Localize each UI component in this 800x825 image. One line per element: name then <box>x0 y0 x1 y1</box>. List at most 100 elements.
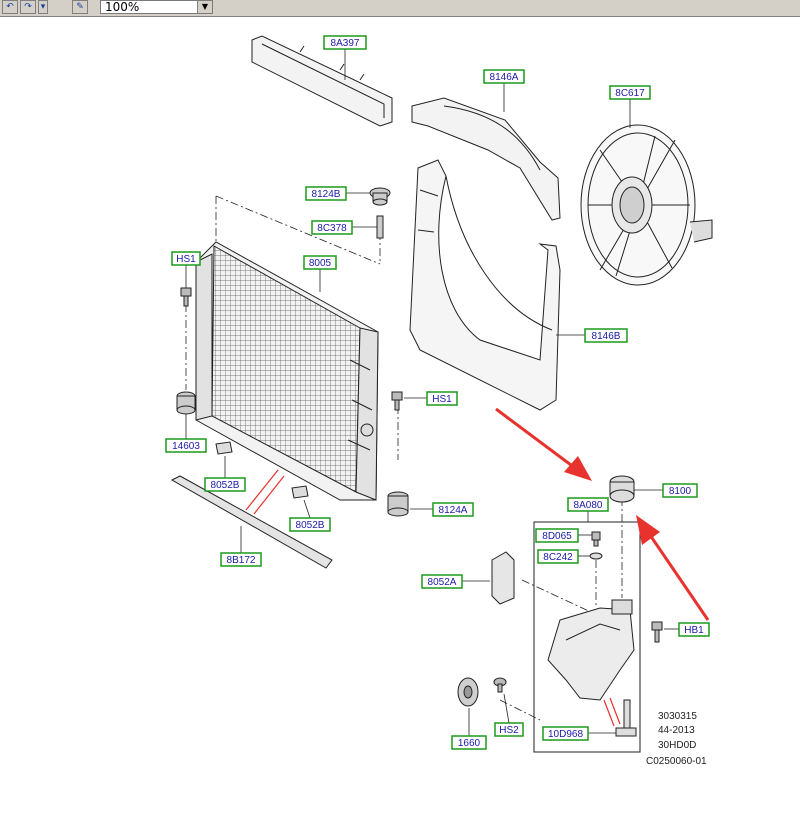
part-label-box <box>421 574 463 589</box>
part-8c617-fan <box>580 124 713 286</box>
part-label-box <box>426 391 458 406</box>
part-label-box <box>584 328 628 343</box>
part-label-14603[interactable]: 14603 <box>165 438 207 453</box>
part-label-8124a[interactable]: 8124A <box>432 502 474 517</box>
part-8100-cap <box>609 475 635 503</box>
part-8146b-shroud <box>409 159 561 411</box>
part-label-text: HS1 <box>432 394 452 405</box>
part-label-box <box>542 726 589 741</box>
meta-line-4: C0250060-01 <box>646 756 707 767</box>
part-label-box <box>289 517 331 532</box>
part-label-8146a[interactable]: 8146A <box>483 69 525 84</box>
part-label-box <box>662 483 698 498</box>
part-label-text: HS1 <box>176 254 196 265</box>
part-8052a-clip <box>491 551 515 605</box>
part-label-text: 8B172 <box>227 555 256 566</box>
part-label-8c242[interactable]: 8C242 <box>537 549 579 564</box>
part-label-box <box>609 85 651 100</box>
part-label-text: HB1 <box>684 625 704 636</box>
part-label-8052b[interactable]: 8052B <box>289 517 331 532</box>
leader-lines <box>185 48 679 736</box>
part-label-hs1[interactable]: HS1 <box>171 251 201 266</box>
part-label-text: 8C242 <box>543 552 573 563</box>
part-label-1660[interactable]: 1660 <box>451 735 487 750</box>
part-8146a-shroud <box>411 97 561 221</box>
red-arrow-right <box>636 515 710 621</box>
toolbar: ↶ ↷ ▾ ✎ 100% ▼ <box>0 0 800 17</box>
part-label-hs2[interactable]: HS2 <box>494 722 524 737</box>
part-label-8005[interactable]: 8005 <box>303 255 337 270</box>
part-label-hb1[interactable]: HB1 <box>678 622 710 637</box>
part-label-box <box>432 502 474 517</box>
part-label-8b172[interactable]: 8B172 <box>220 552 262 567</box>
comment-icon[interactable]: ✎ <box>72 0 88 14</box>
part-label-8a080[interactable]: 8A080 <box>567 497 609 512</box>
part-hb1-bolt <box>651 621 663 643</box>
part-label-box <box>537 549 579 564</box>
part-label-box <box>171 251 201 266</box>
part-label-box <box>204 477 246 492</box>
meta-line-1: 3030315 <box>658 711 697 722</box>
part-label-text: 8005 <box>309 258 332 269</box>
part-label-box <box>323 35 367 50</box>
part-label-8a397[interactable]: 8A397 <box>323 35 367 50</box>
zoom-select[interactable]: 100% ▼ <box>100 0 213 14</box>
part-8005-radiator <box>195 241 379 501</box>
part-hs2-screw <box>493 677 507 693</box>
part-label-box <box>678 622 710 637</box>
part-label-hs1[interactable]: HS1 <box>426 391 458 406</box>
part-label-8052a[interactable]: 8052A <box>421 574 463 589</box>
part-label-box <box>305 186 347 201</box>
part-label-text: 8A080 <box>574 500 603 511</box>
part-label-8052b[interactable]: 8052B <box>204 477 246 492</box>
part-hs1-bolt-left <box>180 287 192 307</box>
part-label-8c378[interactable]: 8C378 <box>311 220 353 235</box>
part-label-text: HS2 <box>499 725 519 736</box>
part-label-8100[interactable]: 8100 <box>662 483 698 498</box>
part-8c242-washer <box>589 552 603 560</box>
red-marker-lines <box>245 469 621 727</box>
part-label-box <box>311 220 353 235</box>
part-label-text: 1660 <box>458 738 481 749</box>
part-1660-grommet <box>457 677 479 707</box>
chevron-down-icon[interactable]: ▼ <box>197 1 212 13</box>
part-label-8d065[interactable]: 8D065 <box>535 528 579 543</box>
part-label-8c617[interactable]: 8C617 <box>609 85 651 100</box>
part-label-box <box>567 497 609 512</box>
part-label-box <box>535 528 579 543</box>
part-label-text: 8A397 <box>331 38 360 49</box>
part-label-text: 8124A <box>439 505 468 516</box>
zoom-value: 100% <box>105 0 140 14</box>
part-label-text: 8052B <box>211 480 240 491</box>
meta-line-2: 44-2013 <box>658 725 695 736</box>
meta-line-3: 30HD0D <box>658 740 696 751</box>
redo-arrow-icon[interactable]: ↷ <box>20 0 36 14</box>
part-label-10d968[interactable]: 10D968 <box>542 726 589 741</box>
part-label-box <box>165 438 207 453</box>
part-label-text: 10D968 <box>548 729 583 740</box>
part-label-text: 8C617 <box>615 88 645 99</box>
undo-arrow-icon[interactable]: ↶ <box>2 0 18 14</box>
dropdown-arrow-icon[interactable]: ▾ <box>38 0 48 14</box>
part-hs1-bolt-right <box>391 391 403 411</box>
part-label-text: 8124B <box>312 189 341 200</box>
part-label-text: 14603 <box>172 441 200 452</box>
part-8052b-clip-left <box>215 441 233 455</box>
part-label-8146b[interactable]: 8146B <box>584 328 628 343</box>
part-label-box <box>494 722 524 737</box>
part-8052b-clip-right <box>291 485 309 499</box>
part-10d968-sensor <box>615 699 637 737</box>
drawing-meta: 3030315 44-2013 30HD0D C0250060-01 <box>646 711 707 767</box>
part-label-text: 8100 <box>669 486 692 497</box>
part-label-box <box>303 255 337 270</box>
part-8d065-bolt <box>591 531 601 547</box>
part-label-box <box>483 69 525 84</box>
part-8a397-cover <box>251 35 393 127</box>
part-label-8124b[interactable]: 8124B <box>305 186 347 201</box>
part-label-text: 8D065 <box>542 531 572 542</box>
part-14603-bushing <box>176 391 196 415</box>
part-8c378-pin <box>376 215 384 239</box>
part-label-text: 8146A <box>490 72 519 83</box>
